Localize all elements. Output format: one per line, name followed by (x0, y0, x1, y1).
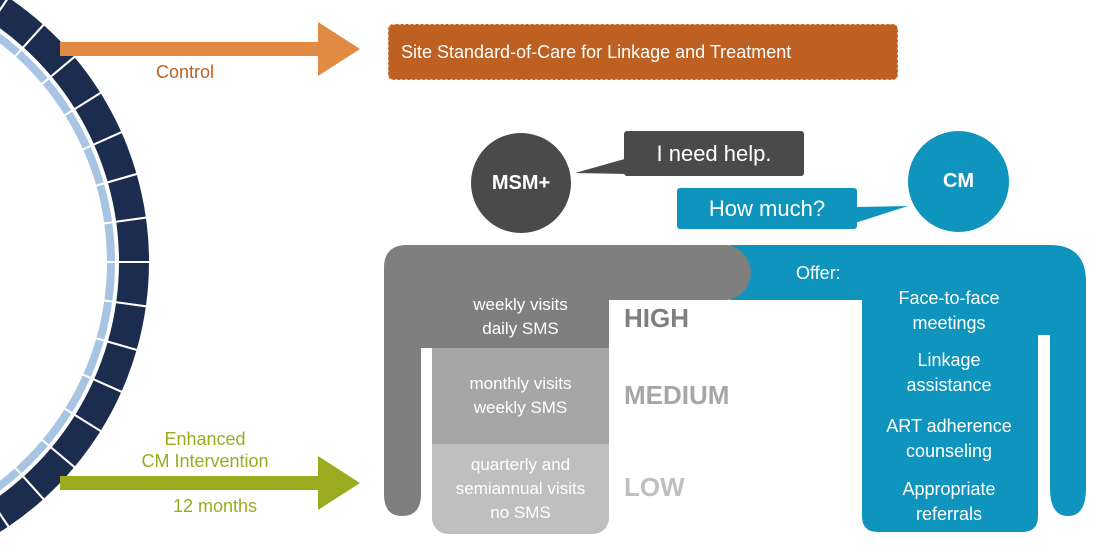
offer-item-line2: referrals (915, 504, 982, 524)
intervention-label: Enhanced CM Intervention (130, 428, 280, 472)
offer-title: Offer: (796, 263, 841, 283)
arch-inner-segment (0, 465, 23, 494)
tier-high-line1: weekly visits (473, 295, 568, 314)
offer-item-linkage: Linkage assistance (866, 348, 1032, 398)
intervention-arrow (60, 456, 360, 510)
level-high: HIGH (624, 303, 689, 333)
level-medium: MEDIUM (624, 380, 730, 410)
tier-medium-box: monthly visits weekly SMS (432, 348, 609, 444)
offer-item-line1: ART adherence (886, 416, 1012, 436)
tier-low-line2: semiannual visits (455, 479, 586, 498)
client-head: MSM+ (471, 133, 571, 233)
offer-item-line2: meetings (912, 313, 986, 333)
case-manager-head: CM (908, 131, 1009, 232)
standard-of-care-box: Site Standard-of-Care for Linkage and Tr… (388, 24, 898, 80)
control-arrow (60, 22, 360, 76)
offer-item-line2: assistance (906, 375, 992, 395)
intervention-label-line1: Enhanced (164, 429, 246, 449)
client-speech-text: I need help. (656, 140, 772, 166)
offer-item-line1: Linkage (917, 350, 981, 370)
client-speech-bubble: I need help. (624, 131, 804, 176)
study-arch-graphic (0, 0, 152, 535)
standard-of-care-text: Site Standard-of-Care for Linkage and Tr… (401, 41, 792, 62)
control-label: Control (155, 62, 215, 82)
tier-low-box: quarterly and semiannual visits no SMS (432, 444, 609, 534)
tier-high-box: weekly visits daily SMS (432, 286, 609, 348)
offer-item-referrals: Appropriate referrals (866, 477, 1032, 527)
duration-label: 12 months (172, 496, 258, 516)
intervention-label-line2: CM Intervention (141, 451, 269, 471)
client-label: MSM+ (491, 171, 551, 194)
tier-low-line3: no SMS (490, 503, 551, 522)
offer-item-line1: Face-to-face (898, 288, 1000, 308)
tier-high-line2: daily SMS (482, 319, 559, 338)
tier-medium-line1: monthly visits (469, 374, 572, 393)
arch-outer-segment (0, 0, 8, 12)
case-manager-speech-bubble: How much? (677, 188, 857, 229)
arch-outer-segment (0, 474, 46, 529)
offer-item-face-to-face: Face-to-face meetings (866, 286, 1032, 336)
offer-item-line1: Appropriate (902, 479, 996, 499)
offer-item-art-adherence: ART adherence counseling (866, 414, 1032, 464)
arch-outer-segment (0, 512, 11, 535)
case-manager-label: CM (942, 170, 975, 192)
offer-item-line2: counseling (905, 441, 993, 461)
case-manager-body (730, 245, 1086, 532)
tier-low-line1: quarterly and (470, 455, 571, 474)
level-low: LOW (624, 472, 685, 502)
tier-medium-line2: weekly SMS (473, 398, 568, 417)
case-manager-speech-text: How much? (708, 195, 826, 221)
